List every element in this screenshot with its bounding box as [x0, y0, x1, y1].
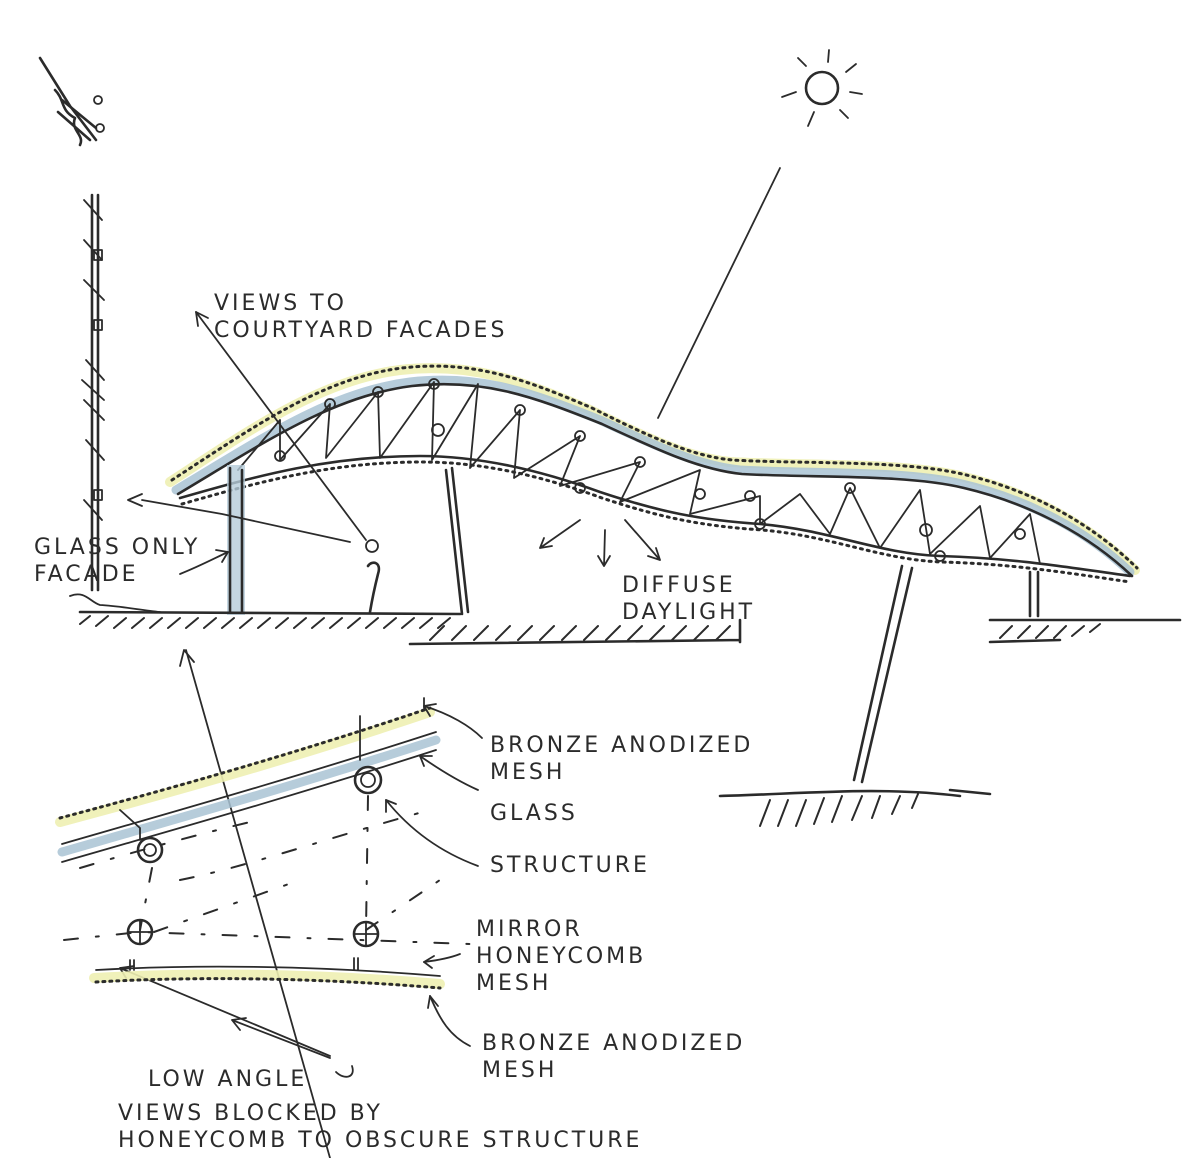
mirror-honeycomb-mesh-label: MIRROR HONEYCOMB MESH: [476, 917, 647, 996]
low-angle-label: LOW ANGLE: [148, 1067, 308, 1092]
bronze-mesh-top-label: BRONZE ANODIZED MESH: [490, 733, 754, 785]
views-to-courtyard-label: VIEWS TO COURTYARD FACADES: [214, 291, 508, 343]
structure-label: STRUCTURE: [490, 853, 650, 878]
glass-label: GLASS: [490, 801, 578, 826]
sun-icon: [657, 49, 863, 419]
glass-only-facade-label: GLASS ONLY FACADE: [34, 535, 201, 587]
diffuse-daylight-label: DIFFUSE DAYLIGHT: [622, 573, 756, 625]
columns: [227, 465, 1040, 784]
mesh-structure-detail: [55, 697, 483, 1047]
views-blocked-label: VIEWS BLOCKED BY HONEYCOMB TO OBSCURE ST…: [118, 1101, 643, 1153]
ground-lines: [78, 610, 1182, 827]
adjacent-building-edge: [38, 56, 161, 613]
person-figure: [365, 539, 381, 614]
canopy-roof: [165, 363, 1140, 584]
bronze-mesh-bottom-label: BRONZE ANODIZED MESH: [482, 1031, 746, 1083]
arrows: [119, 311, 661, 1158]
